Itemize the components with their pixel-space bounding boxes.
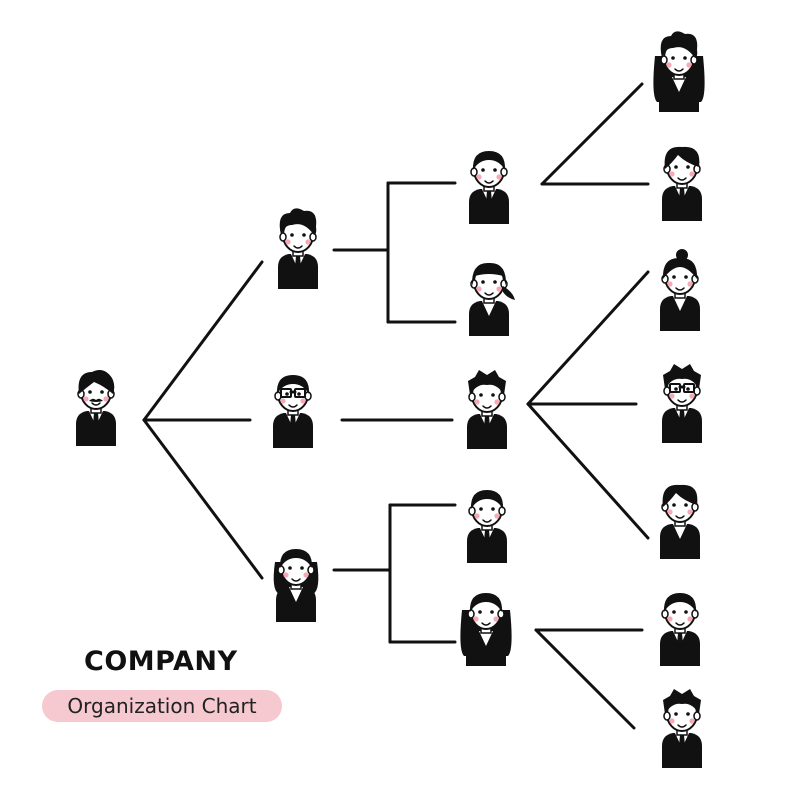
person-figure-e5	[660, 484, 700, 559]
hair	[662, 484, 698, 507]
person-figure-m3	[273, 549, 319, 622]
subtitle-badge: Organization Chart	[42, 690, 282, 722]
suit	[660, 296, 700, 331]
person-figure-m2	[273, 375, 313, 448]
hair	[276, 375, 310, 394]
person-figure-e1	[653, 31, 705, 112]
hair	[78, 370, 115, 394]
hair	[660, 31, 698, 58]
hair	[468, 370, 506, 395]
person-figure-s4	[467, 490, 507, 563]
suit	[662, 733, 702, 768]
tie-icon	[290, 415, 296, 430]
connector-line	[526, 270, 650, 406]
hair	[663, 364, 701, 389]
hair	[662, 257, 698, 279]
hair	[469, 593, 503, 612]
hair	[663, 593, 697, 612]
chart-subtitle: Organization Chart	[67, 694, 257, 718]
person-figure-e4	[662, 364, 702, 443]
suit	[469, 189, 509, 224]
tie-icon	[93, 413, 99, 428]
suit	[276, 587, 316, 622]
hair	[471, 262, 507, 286]
tie-icon	[679, 410, 685, 425]
suit	[662, 186, 702, 221]
person-figure-s1	[469, 151, 509, 224]
person-figure-e3	[660, 249, 700, 331]
suit	[469, 301, 509, 336]
mustache-icon	[89, 398, 103, 402]
hair	[472, 151, 506, 170]
hair	[279, 208, 317, 235]
chart-title: COMPANY	[84, 646, 238, 677]
suit	[467, 528, 507, 563]
hair	[664, 146, 700, 169]
tie-icon	[486, 191, 492, 206]
person-figure-e7	[662, 689, 702, 768]
person-figure-m1	[278, 208, 318, 289]
connector-line	[526, 402, 650, 540]
suit	[76, 411, 116, 446]
person-figure-s2	[469, 262, 515, 336]
suit	[662, 408, 702, 443]
suit	[467, 414, 507, 449]
suit	[660, 631, 700, 666]
connector-line	[534, 628, 636, 730]
tie-icon	[295, 256, 301, 271]
suit	[466, 631, 506, 666]
tie-icon	[679, 188, 685, 203]
person-figure-s5	[460, 593, 512, 666]
hair	[279, 549, 313, 568]
suit	[278, 254, 318, 289]
suit	[273, 413, 313, 448]
person-figure-s3	[467, 370, 507, 449]
suit	[659, 77, 699, 112]
hair	[470, 490, 504, 509]
suit	[660, 524, 700, 559]
tie-icon	[679, 735, 685, 750]
tie-icon	[484, 530, 490, 545]
people-figures	[76, 31, 705, 768]
person-figure-ceo	[76, 370, 116, 446]
connector-line	[540, 82, 644, 186]
connector-line	[142, 260, 264, 422]
hair	[663, 689, 701, 714]
person-figure-e6	[660, 593, 700, 666]
person-figure-e2	[662, 146, 702, 221]
connector-line	[142, 418, 264, 580]
connector-lines	[142, 82, 650, 730]
tie-icon	[677, 633, 683, 648]
tie-icon	[484, 416, 490, 431]
